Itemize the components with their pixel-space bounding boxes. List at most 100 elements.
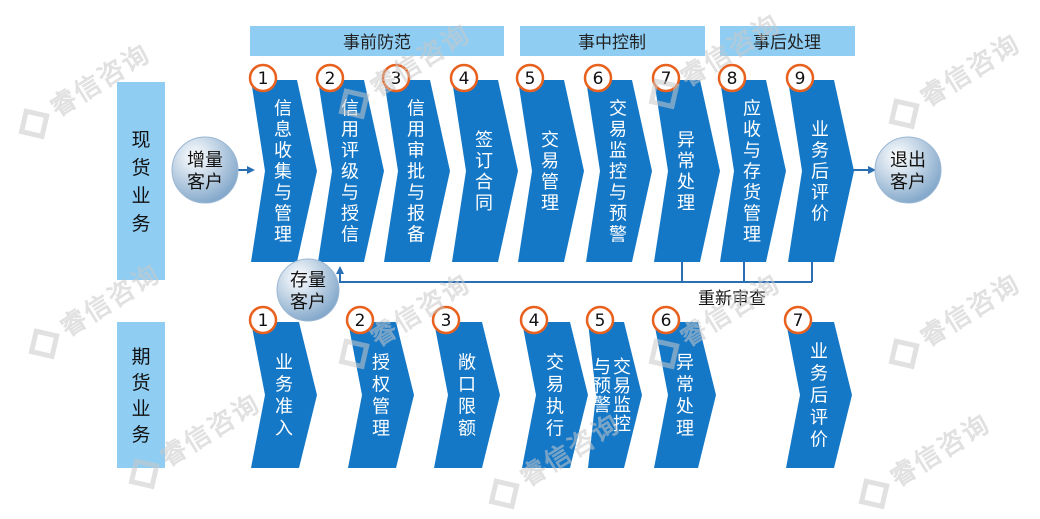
step-number: 7 — [793, 311, 804, 331]
spot-step-7: 异常处理 7 — [651, 63, 720, 262]
step-number-badge — [717, 63, 747, 93]
step-label: 异常处理 — [677, 130, 695, 214]
bubble-shape — [171, 136, 239, 204]
recheck-label: 重新审查 — [698, 289, 766, 309]
step-number-badge — [651, 305, 681, 335]
chevron-shape — [452, 80, 518, 262]
step-number: 9 — [795, 69, 806, 89]
step-number-badge — [248, 63, 278, 93]
step-number-badge — [519, 305, 549, 335]
step-number: 5 — [595, 311, 606, 331]
step-number: 1 — [258, 69, 269, 89]
step-number: 8 — [727, 69, 738, 89]
track-label-text: 现货业务 — [131, 129, 150, 235]
recheck-loop: 重新审查 — [336, 262, 813, 309]
step-number-badge — [449, 63, 479, 93]
step-number-badge — [583, 63, 613, 93]
chevron-shape — [786, 322, 852, 468]
chevron-shape — [588, 322, 642, 468]
phase-header-post: 事后处理 — [720, 26, 855, 56]
step-label: 交易执行 — [546, 352, 564, 439]
step-number-badge — [651, 63, 681, 93]
phase-header-box — [250, 26, 504, 56]
step-label: 信用审批与报备 — [407, 98, 425, 245]
step-number-badge — [248, 305, 278, 335]
step-number-badge — [381, 63, 411, 93]
step-label: 信息收集与管理 — [274, 98, 292, 245]
step-label: 授权管理 — [372, 352, 390, 439]
exit-customer-bubble: 退出客户 — [874, 136, 942, 204]
phase-header-label: 事前防范 — [343, 33, 411, 53]
chevron-shape — [318, 80, 384, 262]
step-number: 4 — [459, 69, 470, 89]
step-label: 敞口限额 — [458, 352, 476, 439]
phase-header-box — [520, 26, 705, 56]
chevron-shape — [654, 322, 716, 468]
spot-step-1: 信息收集与管理 1 — [248, 63, 317, 262]
spot-steps: 信息收集与管理 1 信用评级与授信 2 信用审批与报备 3 签订合同 4 交易管理 5 交易监控与预… — [248, 63, 854, 262]
spot-step-3: 信用审批与报备 3 — [381, 63, 450, 262]
step-label: 应收与存货管理 — [743, 98, 761, 245]
step-number-badge — [783, 305, 813, 335]
step-number: 4 — [529, 311, 540, 331]
phase-header-pre: 事前防范 — [250, 26, 504, 56]
step-label: 交易管理 — [541, 130, 559, 214]
chevron-shape — [348, 322, 414, 468]
phase-header-box — [720, 26, 855, 56]
step-label: 业务后评价 — [811, 119, 829, 224]
bubble-shape — [276, 258, 340, 322]
step-number-badge — [345, 305, 375, 335]
step-label: 签订合同 — [475, 130, 493, 214]
futures-step-7: 业务后评价 7 — [783, 305, 852, 468]
chevron-shape — [384, 80, 450, 262]
step-number: 2 — [325, 69, 336, 89]
bubble-shape — [874, 136, 942, 204]
step-number-badge — [315, 63, 345, 93]
chevron-shape — [654, 80, 720, 262]
track-label-text: 期货业务 — [131, 346, 150, 446]
step-number-badge — [515, 63, 545, 93]
track-label-box — [117, 82, 165, 280]
spot-step-6: 交易监控与预警 6 — [583, 63, 652, 262]
phase-header-during: 事中控制 — [520, 26, 705, 56]
step-label: 信用评级与授信 — [341, 98, 359, 245]
step-number: 5 — [525, 69, 536, 89]
chevron-shape — [518, 80, 584, 262]
spot-step-8: 应收与存货管理 8 — [717, 63, 786, 262]
futures-step-3: 敞口限额 3 — [431, 305, 500, 468]
step-number: 2 — [355, 311, 366, 331]
step-label: 异常处理 — [676, 352, 694, 439]
step-number: 6 — [593, 69, 604, 89]
futures-step-5: 交易监控与预警 5 — [585, 305, 642, 468]
spot-step-9: 业务后评价 9 — [785, 63, 854, 262]
bubble-text: 增量客户 — [187, 150, 223, 193]
futures-track-label: 期货业务 — [117, 322, 165, 468]
recheck-arrow — [336, 262, 683, 283]
chevron-shape — [720, 80, 786, 262]
step-label: 业务后评价 — [810, 341, 828, 450]
chevron-shape — [522, 322, 588, 468]
chevron-shape — [251, 80, 317, 262]
step-label: 交易监控与预警 — [593, 357, 631, 435]
step-label: 业务准入 — [275, 352, 293, 439]
start-customer-bubble: 增量客户 — [171, 136, 239, 204]
step-number-badge — [431, 305, 461, 335]
step-number: 7 — [661, 69, 672, 89]
chevron-shape — [251, 322, 317, 468]
spot-step-4: 签订合同 4 — [449, 63, 518, 262]
bubble-text: 退出客户 — [890, 150, 926, 193]
futures-step-2: 授权管理 2 — [345, 305, 414, 468]
phase-header-label: 事中控制 — [578, 33, 646, 53]
step-label: 交易监控与预警 — [609, 98, 627, 245]
bubble-text: 存量客户 — [290, 270, 326, 313]
step-number: 3 — [441, 311, 452, 331]
existing-customer-bubble: 存量客户 — [276, 258, 340, 322]
step-number: 3 — [391, 69, 402, 89]
track-label-box — [117, 322, 165, 468]
chevron-shape — [788, 80, 854, 262]
step-number-badge — [785, 63, 815, 93]
